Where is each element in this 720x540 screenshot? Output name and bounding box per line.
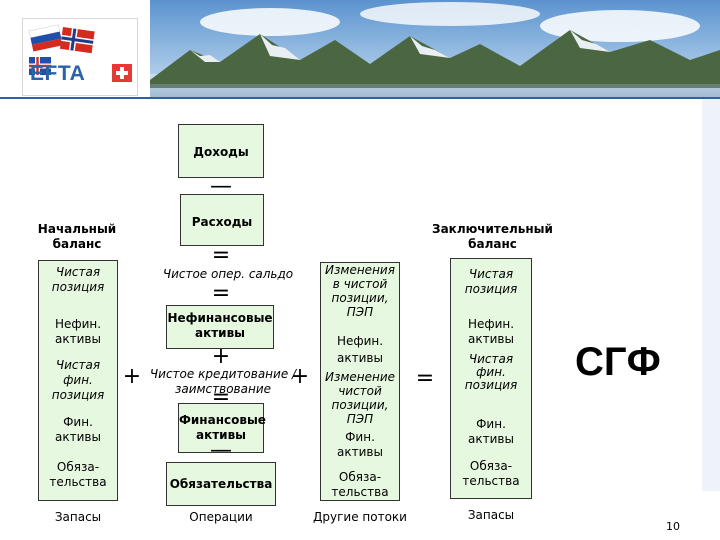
header-divider bbox=[0, 97, 720, 99]
opening-liabilities: Обяза- тельства bbox=[49, 460, 107, 489]
other-fin-assets: Фин. активы bbox=[337, 430, 383, 459]
change-net-fin-position: Изменение чистой позиции, ПЭП bbox=[324, 370, 396, 426]
nonfinancial-assets-label: Нефинансовые активы bbox=[167, 311, 273, 340]
opening-stocks-label: Запасы bbox=[54, 510, 102, 524]
closing-liabilities: Обяза- тельства bbox=[462, 459, 520, 488]
financial-assets-box: Финансовые активы bbox=[178, 403, 266, 453]
expenses-label: Расходы bbox=[191, 215, 253, 229]
header-banner: EFTA bbox=[0, 0, 720, 98]
opening-nonfin-assets: Нефин. активы bbox=[54, 317, 102, 346]
expenses-box: Расходы bbox=[180, 194, 264, 246]
nonfinancial-assets-box: Нефинансовые активы bbox=[166, 305, 274, 349]
flags-icon bbox=[28, 24, 95, 75]
net-operating-balance-label: Чистое опер. сальдо bbox=[162, 267, 294, 281]
other-liabilities: Обяза- тельства bbox=[331, 470, 389, 499]
revenue-label: Доходы bbox=[193, 145, 249, 159]
opening-net-position: Чистая позиция bbox=[51, 265, 105, 294]
plus-operator: + bbox=[122, 364, 142, 389]
opening-balance-title: Начальный баланс bbox=[37, 222, 117, 251]
switzerland-flag-icon bbox=[112, 64, 132, 82]
logo-text: EFTA bbox=[30, 62, 86, 85]
equals-operator: = bbox=[211, 243, 231, 268]
closing-nonfin-assets: Нефин. активы bbox=[467, 317, 515, 346]
closing-fin-assets: Фин. активы bbox=[468, 417, 514, 446]
operations-label: Операции bbox=[189, 510, 253, 524]
right-decorative-strip bbox=[702, 99, 720, 491]
opening-balance-box: Чистая позиция Нефин. активы Чистая фин.… bbox=[38, 260, 118, 501]
opening-fin-assets: Фин. активы bbox=[55, 415, 101, 444]
net-lending-label: Чистое кредитование / заимствование bbox=[149, 367, 297, 396]
closing-net-fin-position: Чистая фин. позиция bbox=[464, 352, 518, 392]
liabilities-box: Обязательства bbox=[166, 462, 276, 506]
other-flows-label: Другие потоки bbox=[313, 510, 407, 524]
closing-net-position: Чистая позиция bbox=[464, 267, 518, 296]
plus-operator: + bbox=[290, 364, 310, 389]
minus-operator: — bbox=[210, 174, 232, 199]
closing-balance-box: Чистая позиция Нефин. активы Чистая фин.… bbox=[450, 258, 532, 499]
opening-net-fin-position: Чистая фин. позиция bbox=[51, 358, 105, 402]
plus-operator: + bbox=[211, 344, 231, 369]
gfs-label: СГФ bbox=[575, 340, 661, 384]
other-nonfin-assets: Нефин. активы bbox=[336, 334, 384, 365]
equals-operator: = bbox=[211, 281, 231, 306]
closing-stocks-label: Запасы bbox=[467, 508, 515, 522]
change-net-position: Изменения в чистой позиции, ПЭП bbox=[325, 263, 395, 319]
liabilities-label: Обязательства bbox=[169, 477, 273, 491]
minus-operator: — bbox=[210, 438, 232, 463]
mountain-landscape-image bbox=[150, 0, 720, 98]
efta-logo bbox=[22, 18, 138, 96]
page-number: 10 bbox=[666, 520, 680, 533]
equals-operator: = bbox=[415, 366, 435, 391]
revenue-box: Доходы bbox=[178, 124, 264, 178]
closing-balance-title: Заключительный баланс bbox=[432, 222, 553, 251]
other-flows-box: Изменения в чистой позиции, ПЭП Нефин. а… bbox=[320, 262, 400, 501]
financial-assets-label: Финансовые активы bbox=[179, 413, 266, 442]
